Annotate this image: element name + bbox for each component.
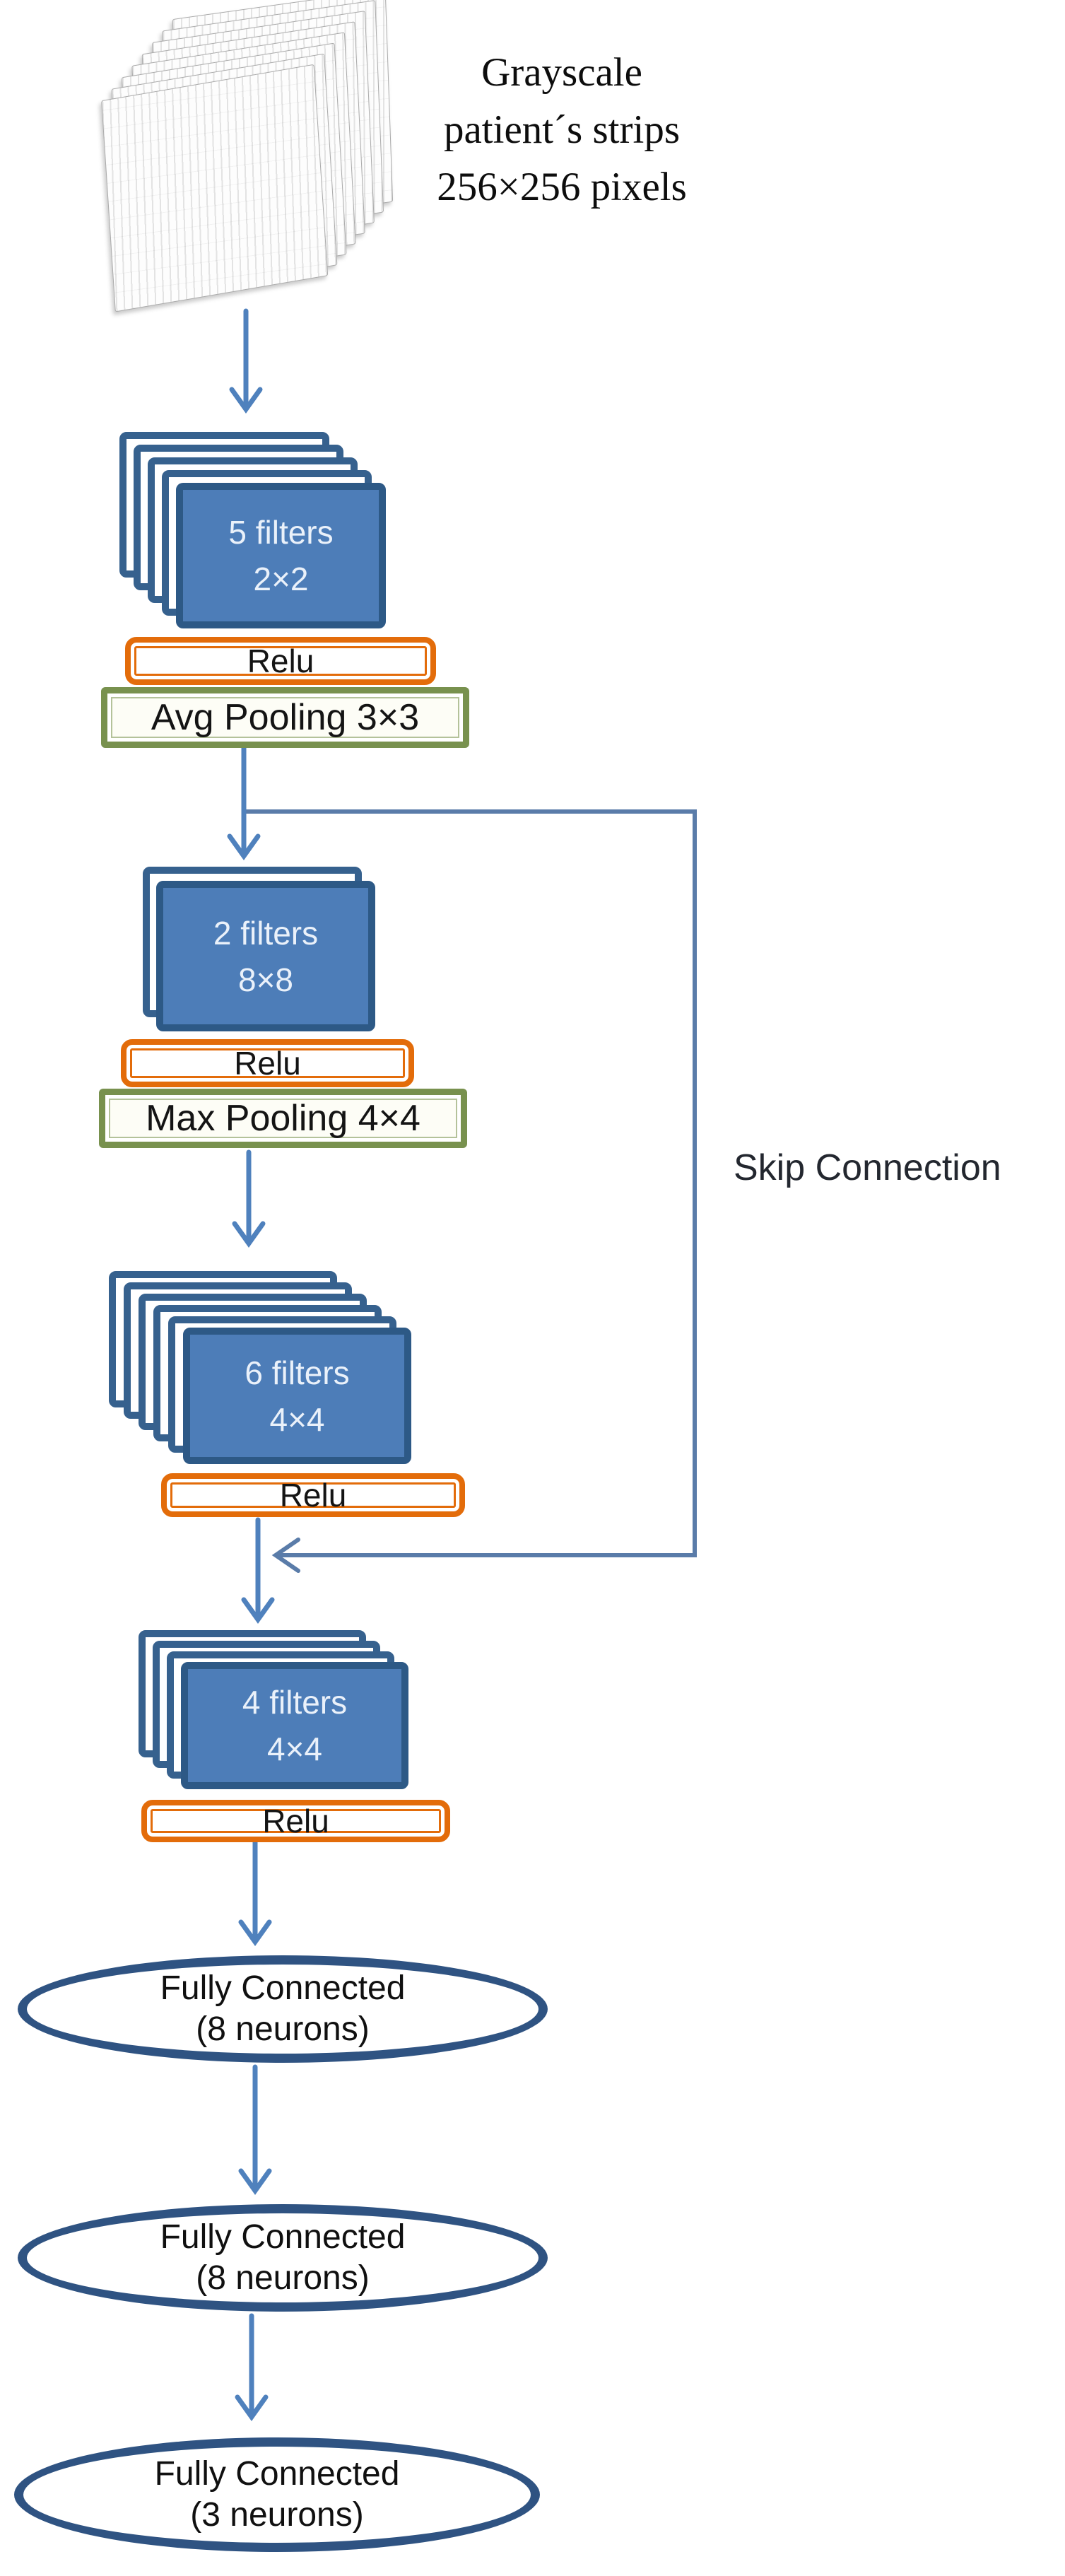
conv2-filters-label: 2 filters xyxy=(213,914,319,952)
conv1-front-filter: 5 filters 2×2 xyxy=(176,483,386,628)
conv3-filter-stack: 6 filters 4×4 xyxy=(109,1271,414,1467)
arrow-pool2-to-conv3-head-icon xyxy=(232,1221,266,1248)
conv2-front-filter: 2 filters 8×8 xyxy=(156,881,375,1031)
conv3-relu-box: Relu xyxy=(161,1473,465,1517)
input-image-stack xyxy=(101,0,406,322)
fully-connected-1-neurons: (8 neurons) xyxy=(196,2010,370,2048)
fully-connected-3-title: Fully Connected xyxy=(154,2455,400,2493)
fully-connected-3-ellipse: Fully Connected (3 neurons) xyxy=(14,2437,540,2552)
conv3-front-filter: 6 filters 4×4 xyxy=(183,1328,411,1464)
arrow-fc2-to-fc3-head-icon xyxy=(235,2394,269,2422)
conv2-pooling-box: Max Pooling 4×4 xyxy=(99,1089,467,1148)
fully-connected-1-title: Fully Connected xyxy=(160,1969,406,2007)
conv1-pooling-box: Avg Pooling 3×3 xyxy=(101,687,469,748)
conv4-filter-stack: 4 filters 4×4 xyxy=(139,1630,411,1792)
input-caption-line-3: 256×256 pixels xyxy=(437,165,687,209)
input-caption-line-2: patient´s strips xyxy=(443,107,681,152)
grayscale-strip-page xyxy=(101,64,329,312)
skip-connection-line xyxy=(242,809,697,1557)
fully-connected-2-ellipse: Fully Connected (8 neurons) xyxy=(18,2204,548,2312)
conv2-relu-box: Relu xyxy=(121,1039,414,1087)
input-caption: Grayscale patient´s strips 256×256 pixel… xyxy=(385,44,739,216)
conv1-kernel-label: 2×2 xyxy=(253,561,309,597)
conv3-kernel-label: 4×4 xyxy=(269,1400,325,1438)
arrow-input-to-conv1-head-icon xyxy=(229,387,263,414)
conv2-filter-stack: 2 filters 8×8 xyxy=(143,867,377,1034)
conv4-front-filter: 4 filters 4×4 xyxy=(181,1662,408,1789)
conv1-relu-box: Relu xyxy=(125,637,436,685)
arrow-merge-to-conv4-head-icon xyxy=(241,1597,275,1624)
conv4-relu-box: Relu xyxy=(141,1800,450,1842)
fully-connected-1-ellipse: Fully Connected (8 neurons) xyxy=(18,1955,548,2063)
conv1-filters-label: 5 filters xyxy=(228,514,334,551)
conv1-filter-stack: 5 filters 2×2 xyxy=(119,432,389,631)
conv3-filters-label: 6 filters xyxy=(245,1354,350,1391)
skip-connection-label: Skip Connection xyxy=(734,1147,1001,1188)
input-caption-line-1: Grayscale xyxy=(481,50,642,95)
skip-connection-arrowhead-icon xyxy=(271,1538,300,1573)
fully-connected-2-neurons: (8 neurons) xyxy=(196,2259,370,2297)
fully-connected-3-neurons: (3 neurons) xyxy=(190,2496,364,2534)
conv4-filters-label: 4 filters xyxy=(242,1684,348,1721)
arrow-conv4-to-fc1-head-icon xyxy=(238,1919,272,1947)
arrow-pool1-to-conv2-head-icon xyxy=(227,833,261,861)
arrow-fc1-to-fc2-head-icon xyxy=(238,2168,272,2196)
conv4-kernel-label: 4×4 xyxy=(266,1731,323,1767)
fully-connected-2-title: Fully Connected xyxy=(160,2218,406,2256)
conv2-kernel-label: 8×8 xyxy=(237,961,294,998)
